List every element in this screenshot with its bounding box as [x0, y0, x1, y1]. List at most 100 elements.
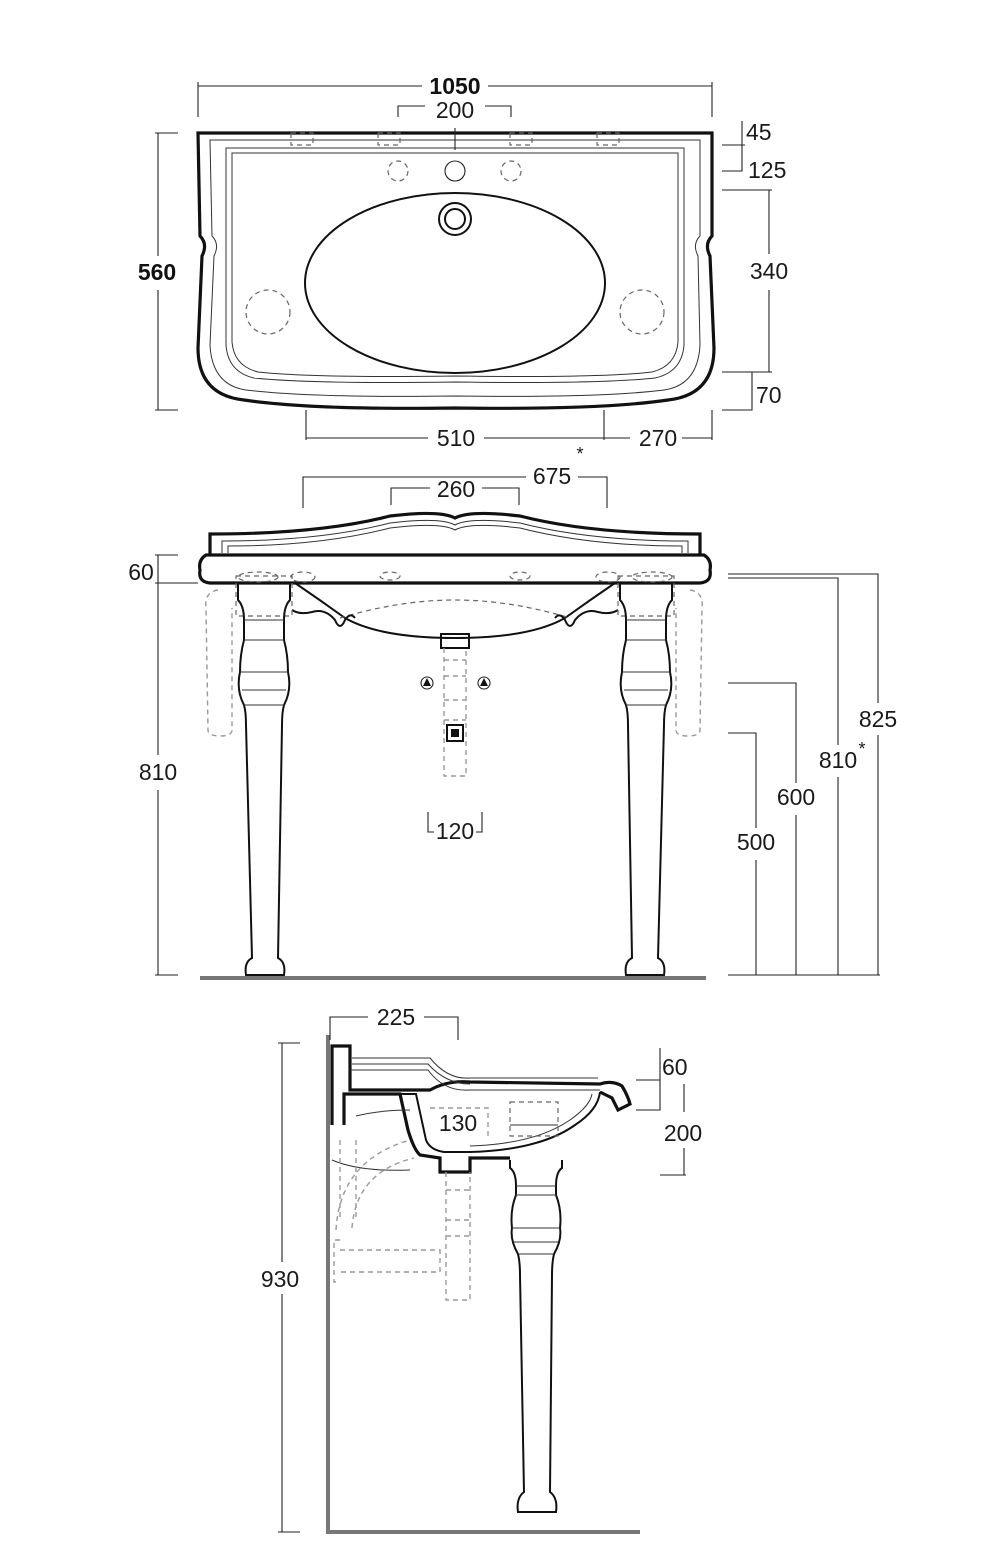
dim-depth: 560: [138, 259, 176, 285]
side-leg-socket: [509, 1101, 559, 1137]
dim-200-right: [485, 105, 512, 117]
fixing-mark-3: [509, 132, 533, 146]
dim-leg-span: 675: [533, 463, 571, 489]
front-leg-left: [237, 583, 291, 976]
dim-125-line: [722, 145, 743, 172]
front-leg-left-rings: [240, 619, 288, 706]
front-valve-left-mark: [423, 678, 431, 686]
dim-600-line-top: [728, 682, 797, 783]
bowl-ellipse: [304, 192, 606, 374]
dim-front: 70: [756, 382, 782, 408]
dim-810-right: 810: [819, 747, 857, 773]
dim-825: 825: [859, 706, 897, 732]
front-alt-leg-left: [205, 589, 233, 737]
dim-120-left: [427, 812, 434, 833]
front-rim-line: [221, 519, 689, 553]
front-bowl-underside: [294, 582, 616, 640]
dim-825-line-top: [728, 573, 879, 703]
dim-star-front: *: [858, 739, 865, 759]
dim-tap-spacing: 200: [436, 97, 474, 123]
drain-inner: [444, 208, 466, 230]
leg-position-right: [619, 289, 665, 335]
front-leg-right: [619, 583, 673, 976]
front-leg-right-rings: [622, 619, 670, 706]
front-top-slab: [198, 553, 712, 585]
dim-60-side-top: [636, 1048, 661, 1081]
fixing-mark-1: [290, 132, 314, 146]
side-trap-joints: [446, 1189, 470, 1237]
front-valve-right: [477, 676, 491, 690]
top-view-rim-line: [225, 147, 685, 383]
tap-hole-center: [444, 160, 466, 182]
side-trap-horizontal: [340, 1249, 441, 1273]
front-drain: [440, 633, 470, 649]
dim-675-line-right: [578, 476, 608, 508]
dim-rim-back: 45: [746, 119, 772, 145]
dim-trap-width: 120: [436, 818, 474, 844]
top-view-rim-line-2: [231, 152, 679, 377]
dim-top-thickness: 60: [128, 559, 154, 585]
front-bowl-hidden: [339, 599, 571, 619]
front-alt-leg-right: [675, 589, 703, 737]
front-outlet-square: [446, 724, 464, 742]
front-trap: [443, 648, 467, 777]
front-fix-1: [237, 571, 279, 583]
front-outlet-core: [451, 729, 459, 737]
tap-hole-right: [500, 160, 522, 182]
fixing-mark-4: [596, 132, 620, 146]
side-bowl-curve: [469, 1091, 601, 1153]
dim-60-side-bottom: [636, 1080, 661, 1111]
tap-hole-left: [387, 160, 409, 182]
front-leg-socket-left: [235, 575, 293, 617]
dim-500-line-top: [728, 732, 757, 828]
front-bracket-right: [554, 609, 619, 627]
dim-bowl-span: 260: [437, 476, 475, 502]
front-rim-line-2: [227, 524, 683, 553]
dim-120-right: [476, 812, 483, 833]
dim-rim-thickness: 60: [662, 1054, 688, 1080]
front-valve-right-mark: [480, 678, 488, 686]
side-trap-curve-outer: [335, 1139, 411, 1231]
front-fix-2: [290, 571, 316, 583]
front-fix-5: [595, 571, 621, 583]
front-trap-joints: [444, 659, 466, 721]
dim-70-line: [722, 372, 753, 411]
front-valve-left: [420, 676, 434, 690]
dim-side: 270: [639, 425, 677, 451]
side-rim-top-2: [352, 1063, 471, 1085]
dim-width: 1050: [429, 73, 480, 99]
fixing-mark-2: [377, 132, 401, 146]
dim-waste-offset: 130: [439, 1110, 477, 1136]
front-fix-3: [379, 571, 401, 581]
side-trap-vertical-left: [339, 1140, 357, 1220]
side-leg-rings: [512, 1185, 560, 1255]
dim-bowl-width: 510: [437, 425, 475, 451]
front-view: 675 260: [128, 463, 897, 980]
dim-675-line-left: [302, 476, 526, 508]
drain-outer: [438, 202, 472, 236]
side-bracket-inner: [400, 1093, 470, 1153]
dim-bowl-depth: 340: [750, 258, 788, 284]
dim-tap-offset: 125: [748, 157, 786, 183]
dim-star-top: *: [576, 444, 583, 464]
dim-810-right-line-top: [728, 577, 839, 745]
leg-position-left: [245, 289, 291, 335]
dim-225-line-left: [329, 1016, 368, 1040]
side-trap-curve-inner: [351, 1157, 415, 1229]
dim-500: 500: [737, 829, 775, 855]
side-trap-wall-joint: [333, 1239, 340, 1283]
dim-setback: 225: [377, 1004, 415, 1030]
dim-200-left: [397, 105, 425, 117]
side-rim-top-3: [350, 1069, 600, 1091]
top-view: 1050 200 560 45 125 340 70 510 270 *: [138, 73, 788, 464]
top-view-outer-outline: [196, 131, 716, 410]
side-view: 225 130 930: [261, 1004, 702, 1534]
side-hidden-bowl: [430, 1107, 489, 1140]
side-bracket: [342, 1092, 510, 1174]
dim-bowl-height: 200: [664, 1120, 702, 1146]
dim-600: 600: [777, 784, 815, 810]
dim-225-line-right: [424, 1016, 459, 1040]
side-leg: [509, 1160, 563, 1513]
front-fix-4: [509, 571, 531, 581]
